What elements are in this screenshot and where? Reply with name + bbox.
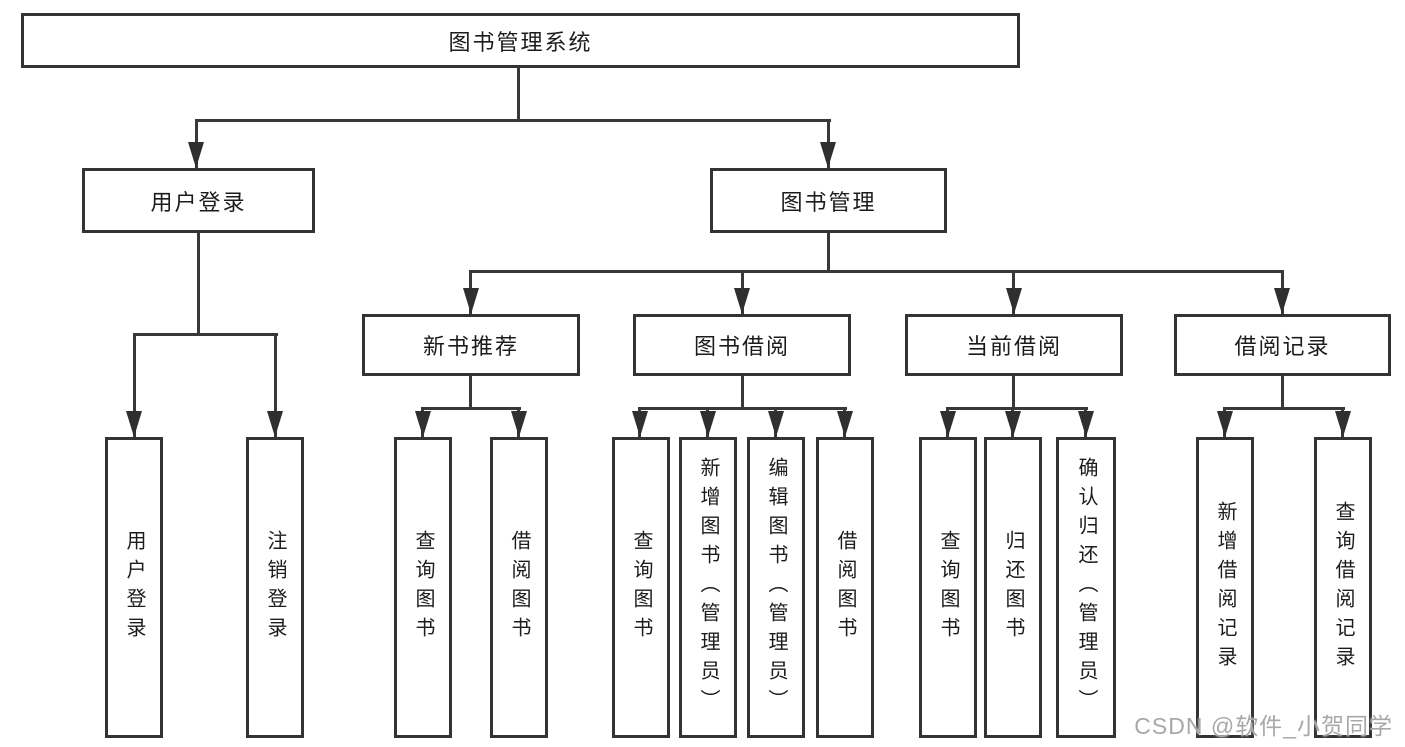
leaf-borrow-books-recommend-label: 借阅图书: [508, 529, 530, 646]
leaf-borrow-books: 借阅图书: [816, 437, 874, 738]
node-book-management-label: 图书管理: [780, 189, 877, 215]
arrowhead-down: [511, 411, 527, 437]
leaf-query-books-recommend: 查询图书: [394, 437, 452, 738]
leaf-query-books-borrow: 查询图书: [612, 437, 670, 738]
node-current-borrow-label: 当前借阅: [965, 334, 1062, 359]
leaf-add-book-admin: 新增图书（管理员）: [679, 437, 737, 738]
leaf-query-books-borrow-label: 查询图书: [630, 529, 652, 646]
node-book-borrow: 图书借阅: [633, 314, 851, 376]
connector-line: [197, 232, 200, 336]
node-borrow-records: 借阅记录: [1174, 314, 1391, 376]
connector-line: [133, 333, 278, 336]
node-root: 图书管理系统: [21, 13, 1020, 68]
leaf-add-book-admin-label: 新增图书（管理员）: [697, 457, 719, 718]
leaf-edit-book-admin-label: 编辑图书（管理员）: [765, 457, 787, 718]
leaf-add-borrow-record: 新增借阅记录: [1196, 437, 1254, 738]
arrowhead-down: [734, 288, 750, 314]
arrowhead-down: [940, 411, 956, 437]
node-book-borrow-label: 图书借阅: [693, 334, 790, 359]
connector-line: [274, 333, 277, 437]
arrowhead-down: [1006, 288, 1022, 314]
arrowhead-down: [837, 411, 853, 437]
node-user-login-label: 用户登录: [150, 189, 247, 215]
connector-line: [133, 333, 136, 437]
arrowhead-down: [267, 411, 283, 437]
connector-line: [1281, 376, 1284, 410]
leaf-borrow-books-recommend: 借阅图书: [490, 437, 548, 738]
arrowhead-down: [1217, 411, 1233, 437]
node-borrow-records-label: 借阅记录: [1234, 334, 1331, 359]
leaf-query-books-recommend-label: 查询图书: [412, 529, 434, 646]
leaf-confirm-return-admin: 确认归还（管理员）: [1056, 437, 1116, 738]
arrowhead-down: [632, 411, 648, 437]
connector-line: [469, 270, 1284, 273]
node-user-login: 用户登录: [82, 168, 315, 233]
arrowhead-down: [126, 411, 142, 437]
connector-line: [638, 407, 847, 410]
connector-line: [1012, 376, 1015, 410]
leaf-user-login-label: 用户登录: [123, 529, 145, 646]
leaf-query-books-current: 查询图书: [919, 437, 977, 738]
connector-line: [827, 232, 830, 273]
leaf-query-borrow-record-label: 查询借阅记录: [1332, 500, 1354, 675]
arrowhead-down: [415, 411, 431, 437]
leaf-return-book: 归还图书: [984, 437, 1042, 738]
connector-line: [469, 376, 472, 410]
connector-line: [946, 407, 1088, 410]
leaf-borrow-books-label: 借阅图书: [834, 529, 856, 646]
arrowhead-down: [463, 288, 479, 314]
arrowhead-down: [1274, 288, 1290, 314]
node-new-book-recommend: 新书推荐: [362, 314, 580, 376]
arrowhead-down: [820, 142, 836, 168]
node-current-borrow: 当前借阅: [905, 314, 1123, 376]
leaf-add-borrow-record-label: 新增借阅记录: [1214, 500, 1236, 675]
leaf-confirm-return-admin-label: 确认归还（管理员）: [1075, 457, 1097, 718]
arrowhead-down: [1335, 411, 1351, 437]
connector-line: [421, 407, 521, 410]
connector-line: [517, 67, 520, 120]
arrowhead-down: [188, 142, 204, 168]
connector-line: [1223, 407, 1345, 410]
arrowhead-down: [1005, 411, 1021, 437]
leaf-logout-label: 注销登录: [264, 529, 286, 646]
leaf-query-borrow-record: 查询借阅记录: [1314, 437, 1372, 738]
node-new-book-recommend-label: 新书推荐: [422, 334, 519, 359]
leaf-query-books-current-label: 查询图书: [937, 529, 959, 646]
node-root-label: 图书管理系统: [448, 29, 593, 55]
arrowhead-down: [700, 411, 716, 437]
connector-line: [195, 119, 831, 122]
arrowhead-down: [768, 411, 784, 437]
csdn-watermark: CSDN @软件_小贺同学: [1134, 713, 1393, 739]
leaf-logout: 注销登录: [246, 437, 304, 738]
leaf-return-book-label: 归还图书: [1002, 529, 1024, 646]
leaf-edit-book-admin: 编辑图书（管理员）: [747, 437, 805, 738]
leaf-user-login: 用户登录: [105, 437, 163, 738]
connector-line: [741, 376, 744, 410]
arrowhead-down: [1078, 411, 1094, 437]
node-book-management: 图书管理: [710, 168, 947, 233]
